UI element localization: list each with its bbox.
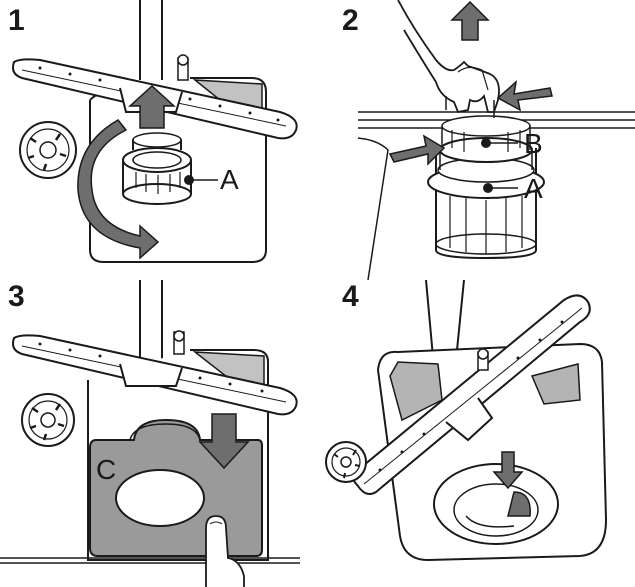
- callout-a: A: [524, 173, 543, 204]
- callout-b: B: [524, 128, 543, 159]
- step-3-panel: 3 C: [0, 280, 318, 587]
- hand: [397, 0, 500, 114]
- cover-hole: [115, 469, 205, 527]
- step-3-number: 3: [8, 280, 25, 313]
- step-2-illustration: [357, 0, 635, 281]
- filter-seal-icon: [325, 441, 367, 483]
- callout-c: C: [96, 454, 117, 485]
- step-3-illustration: [0, 280, 300, 587]
- step-1-number: 1: [8, 4, 25, 37]
- callout-a: A: [220, 164, 239, 195]
- step-4-number: 4: [342, 280, 359, 313]
- arrow-down-icon: [198, 413, 250, 470]
- step-1-panel: 1: [0, 0, 318, 290]
- arrow-up-icon: [128, 84, 176, 129]
- spray-holes: [38, 66, 280, 122]
- step-4-panel: 4: [318, 280, 635, 587]
- rotate-arrow-icon: [77, 119, 160, 260]
- filter-seal-icon: [21, 393, 75, 447]
- step-2-panel: 2 B A: [318, 0, 635, 290]
- supply-tube: [139, 0, 163, 80]
- arrow-left-icon: [496, 80, 553, 112]
- finger: [205, 515, 245, 587]
- arrow-down-icon: [492, 451, 524, 490]
- arrow-up-icon: [450, 0, 490, 41]
- step-4-illustration: [325, 280, 608, 562]
- step-1-illustration: [12, 0, 298, 263]
- filter-cylinder: [122, 132, 192, 205]
- arrow-right-icon: [388, 134, 446, 166]
- filter-body: [427, 115, 545, 260]
- filter-seal-icon: [19, 121, 77, 179]
- step-2-number: 2: [342, 4, 359, 37]
